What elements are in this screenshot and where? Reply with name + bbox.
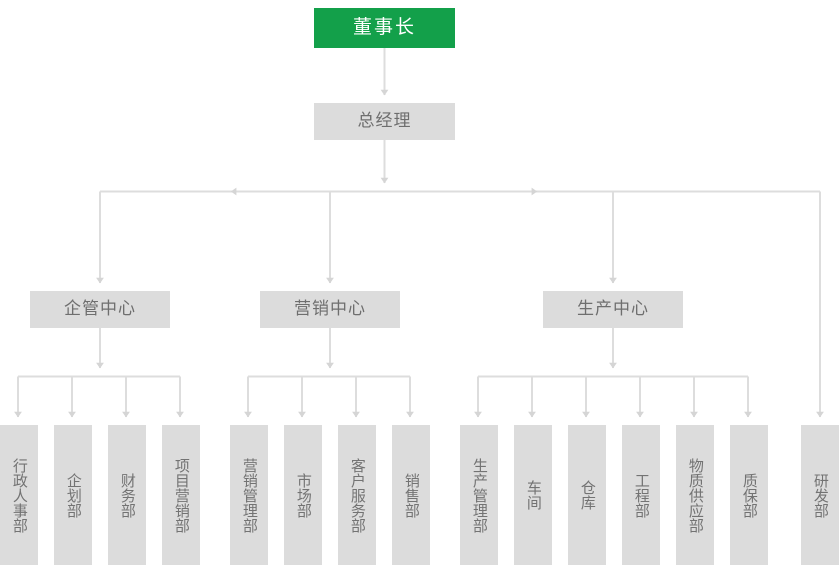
node-center-shengchan[interactable]: 生产中心 bbox=[543, 291, 683, 328]
node-center-shengchan-label: 生产中心 bbox=[577, 298, 649, 319]
node-dept-caiwu-label: 财务部 bbox=[118, 472, 137, 518]
node-dept-shengchan-guanli-label: 生产管理部 bbox=[470, 457, 489, 533]
node-center-yingxiao[interactable]: 营销中心 bbox=[260, 291, 400, 328]
node-chairman[interactable]: 董事长 bbox=[314, 8, 455, 48]
node-general-manager[interactable]: 总经理 bbox=[314, 103, 455, 140]
node-dept-xiangmu-yingxiao[interactable]: 项目营销部 bbox=[162, 425, 200, 565]
node-dept-cangku[interactable]: 仓库 bbox=[568, 425, 606, 565]
node-dept-xingzheng-renshi[interactable]: 行政人事部 bbox=[0, 425, 38, 565]
node-center-qiguan-label: 企管中心 bbox=[64, 298, 136, 319]
node-dept-wuzhi-gongying[interactable]: 物质供应部 bbox=[676, 425, 714, 565]
node-dept-zhibao-label: 质保部 bbox=[740, 472, 759, 518]
node-dept-xiaoshou-label: 销售部 bbox=[402, 472, 421, 518]
node-dept-wuzhi-gongying-label: 物质供应部 bbox=[686, 457, 705, 533]
node-dept-kehu-fuwu[interactable]: 客户服务部 bbox=[338, 425, 376, 565]
node-dept-xiangmu-yingxiao-label: 项目营销部 bbox=[172, 457, 191, 533]
node-dept-yingxiao-guanli[interactable]: 营销管理部 bbox=[230, 425, 268, 565]
node-dept-cangku-label: 仓库 bbox=[578, 480, 597, 510]
node-dept-shichang[interactable]: 市场部 bbox=[284, 425, 322, 565]
node-general-manager-label: 总经理 bbox=[357, 110, 412, 131]
node-center-qiguan[interactable]: 企管中心 bbox=[30, 291, 170, 328]
node-dept-xiaoshou[interactable]: 销售部 bbox=[392, 425, 430, 565]
node-dept-chejian[interactable]: 车间 bbox=[514, 425, 552, 565]
node-dept-gongcheng-label: 工程部 bbox=[632, 472, 651, 518]
node-chairman-label: 董事长 bbox=[352, 16, 416, 39]
node-dept-yanfa[interactable]: 研发部 bbox=[801, 425, 839, 565]
node-dept-kehu-fuwu-label: 客户服务部 bbox=[348, 457, 367, 533]
node-dept-chejian-label: 车间 bbox=[524, 480, 543, 510]
node-dept-zhibao[interactable]: 质保部 bbox=[730, 425, 768, 565]
node-dept-shichang-label: 市场部 bbox=[294, 472, 313, 518]
node-dept-xingzheng-renshi-label: 行政人事部 bbox=[10, 457, 29, 533]
node-dept-caiwu[interactable]: 财务部 bbox=[108, 425, 146, 565]
node-dept-gongcheng[interactable]: 工程部 bbox=[622, 425, 660, 565]
node-dept-yanfa-label: 研发部 bbox=[811, 472, 830, 518]
node-dept-yingxiao-guanli-label: 营销管理部 bbox=[240, 457, 259, 533]
node-dept-qihua-label: 企划部 bbox=[64, 472, 83, 518]
node-center-yingxiao-label: 营销中心 bbox=[294, 298, 366, 319]
node-dept-shengchan-guanli[interactable]: 生产管理部 bbox=[460, 425, 498, 565]
node-dept-qihua[interactable]: 企划部 bbox=[54, 425, 92, 565]
